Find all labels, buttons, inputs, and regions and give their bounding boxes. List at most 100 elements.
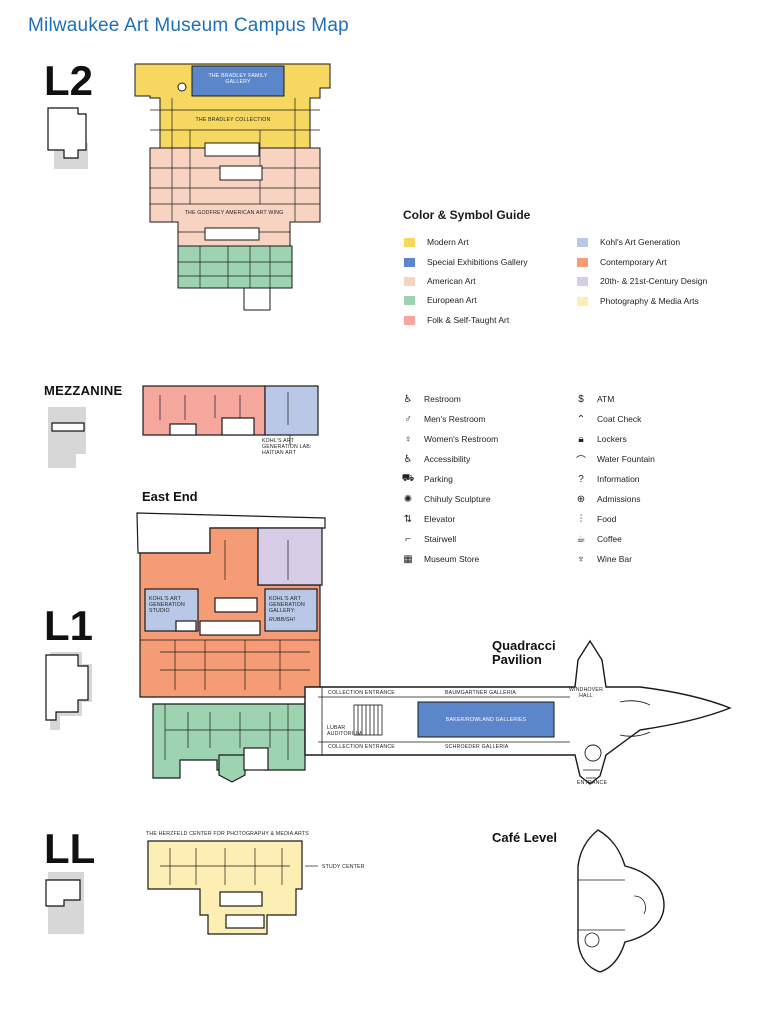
contemporary-art-swatch bbox=[577, 257, 588, 267]
herzfeld-center-label: THE HERZFELD CENTER FOR PHOTOGRAPHY & ME… bbox=[146, 831, 309, 837]
legend-label: Wine Bar bbox=[597, 554, 632, 564]
legend-label: Elevator bbox=[424, 514, 456, 524]
color-symbol-guide-title: Color & Symbol Guide bbox=[403, 208, 531, 222]
level-mezzanine-label: MEZZANINE bbox=[44, 383, 123, 398]
legend-label: 20th- & 21st-Century Design bbox=[600, 276, 708, 286]
legend-label: Food bbox=[597, 514, 617, 524]
legend-special-exhibitions: Special Exhibitions Gallery bbox=[404, 257, 528, 267]
legend-contemporary-art: Contemporary Art bbox=[577, 257, 667, 267]
legend-label: Water Fountain bbox=[597, 454, 655, 464]
coat-check-icon: ⌃ bbox=[576, 413, 586, 425]
legend-mens-restroom: ♂ Men's Restroom bbox=[400, 412, 486, 426]
folk-art-swatch bbox=[404, 315, 415, 325]
lubar-auditorium-label: LUBAR AUDITORIUM bbox=[327, 725, 362, 737]
legend-label: Men's Restroom bbox=[424, 414, 486, 424]
admissions-icon: ⊕ bbox=[576, 493, 586, 505]
mezzanine-floor-plan bbox=[142, 385, 319, 445]
wine-bar-icon: ♆ bbox=[577, 553, 585, 565]
l1-east-end-floor-plan bbox=[136, 512, 326, 783]
water-fountain-icon: ⌒ bbox=[576, 455, 586, 467]
windhover-hall-label: WINDHOVER HALL bbox=[568, 687, 604, 699]
l1-locator-thumbnail bbox=[45, 652, 92, 730]
special-exhibitions-swatch bbox=[404, 257, 415, 267]
elevator-icon: ⇅ bbox=[403, 513, 413, 525]
legend-wine-bar: ♆ Wine Bar bbox=[573, 552, 632, 566]
quadracci-pavilion-label: Quadracci Pavilion bbox=[492, 638, 556, 667]
l2-locator-thumbnail bbox=[47, 107, 88, 169]
mezzanine-locator-thumbnail bbox=[48, 407, 86, 468]
kohls-studio-label: KOHL'S ART GENERATION STUDIO bbox=[149, 596, 185, 614]
east-end-label: East End bbox=[142, 489, 198, 504]
kohls-lab-label: KOHL'S ART GENERATION LAB: HAITIAN ART bbox=[262, 438, 312, 456]
legend-water-fountain: ⌒ Water Fountain bbox=[573, 452, 655, 467]
collection-entrance-top-label: COLLECTION ENTRANCE bbox=[328, 690, 395, 696]
legend-label: Chihuly Sculpture bbox=[424, 494, 491, 504]
ll-floor-plan bbox=[147, 840, 318, 935]
legend-label: Lockers bbox=[597, 434, 627, 444]
legend-european-art: European Art bbox=[404, 295, 477, 305]
legend-coat-check: ⌃ Coat Check bbox=[573, 412, 642, 426]
legend-american-art: American Art bbox=[404, 276, 476, 286]
legend-accessibility: ♿ Accessibility bbox=[400, 452, 471, 466]
american-art-swatch bbox=[404, 276, 415, 286]
legend-label: Kohl's Art Generation bbox=[600, 237, 681, 247]
legend-folk-art: Folk & Self-Taught Art bbox=[404, 315, 509, 325]
legend-chihuly: ✺ Chihuly Sculpture bbox=[400, 492, 491, 506]
atm-icon: $ bbox=[578, 393, 584, 405]
cafe-level-floor-plan bbox=[577, 829, 665, 973]
bradley-collection-label: THE BRADLEY COLLECTION bbox=[195, 117, 271, 123]
legend-coffee: ☕︎ Coffee bbox=[573, 532, 622, 546]
information-icon: ? bbox=[578, 473, 584, 485]
legend-parking: ⛟ Parking bbox=[400, 472, 453, 486]
collection-entrance-bottom-label: COLLECTION ENTRANCE bbox=[328, 744, 395, 750]
entrance-label: ENTRANCE bbox=[577, 780, 608, 786]
food-icon: ⫶ bbox=[579, 513, 583, 525]
legend-kohls: Kohl's Art Generation bbox=[577, 237, 680, 247]
photography-swatch bbox=[577, 296, 588, 306]
legend-restroom: ♿︎ Restroom bbox=[400, 392, 461, 406]
legend-stairwell: ⌐ Stairwell bbox=[400, 532, 456, 546]
legend-information: ? Information bbox=[573, 472, 640, 486]
legend-label: Admissions bbox=[597, 494, 641, 504]
kohls-gallery-subtitle: RUBBISH! bbox=[269, 617, 296, 623]
legend-womens-restroom: ♀ Women's Restroom bbox=[400, 432, 498, 446]
godfrey-wing-label: THE GODFREY AMERICAN ART WING bbox=[184, 210, 284, 216]
legend-label: Accessibility bbox=[424, 454, 471, 464]
legend-lockers: 🔒︎ Lockers bbox=[573, 432, 627, 446]
european-art-swatch bbox=[404, 295, 415, 305]
mens-restroom-icon: ♂ bbox=[404, 413, 412, 425]
kohls-gallery-label: KOHL'S ART GENERATION GALLERY: bbox=[269, 596, 305, 614]
legend-label: Contemporary Art bbox=[600, 257, 667, 267]
baker-rowland-galleries-label: BAKER/ROWLAND GALLERIES bbox=[445, 717, 527, 723]
legend-admissions: ⊕ Admissions bbox=[573, 492, 641, 506]
legend-label: Information bbox=[597, 474, 640, 484]
l2-floor-plan bbox=[134, 63, 331, 311]
level-ll-label: LL bbox=[44, 825, 96, 872]
cafe-level-label: Café Level bbox=[492, 830, 558, 845]
legend-label: Special Exhibitions Gallery bbox=[427, 257, 528, 267]
level-l2-label: L2 bbox=[44, 57, 94, 104]
chihuly-sculpture-icon: ✺ bbox=[403, 493, 413, 505]
design-swatch bbox=[577, 276, 588, 286]
legend-label: Parking bbox=[424, 474, 453, 484]
restroom-icon: ♿︎ bbox=[403, 393, 413, 405]
legend-atm: $ ATM bbox=[573, 392, 614, 406]
stairwell-icon: ⌐ bbox=[405, 533, 411, 545]
legend-label: European Art bbox=[427, 295, 477, 305]
legend-label: Restroom bbox=[424, 394, 461, 404]
legend-label: ATM bbox=[597, 394, 615, 404]
legend-label: Folk & Self-Taught Art bbox=[427, 315, 510, 325]
legend-label: Stairwell bbox=[424, 534, 457, 544]
schroeder-galleria-label: SCHROEDER GALLERIA bbox=[445, 744, 509, 750]
legend-label: Coat Check bbox=[597, 414, 642, 424]
legend-design: 20th- & 21st-Century Design bbox=[577, 276, 707, 286]
legend-museum-store: ▦ Museum Store bbox=[400, 552, 479, 566]
coffee-icon: ☕︎ bbox=[576, 533, 586, 545]
womens-restroom-icon: ♀ bbox=[404, 433, 412, 445]
legend-label: Women's Restroom bbox=[424, 434, 499, 444]
legend-label: Coffee bbox=[597, 534, 622, 544]
legend-label: Photography & Media Arts bbox=[600, 296, 699, 306]
parking-icon: ⛟ bbox=[401, 472, 415, 484]
ll-locator-thumbnail bbox=[45, 872, 84, 934]
